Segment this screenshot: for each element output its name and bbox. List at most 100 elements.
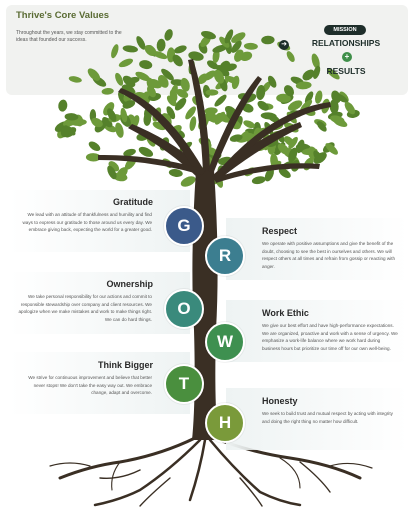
leaf — [170, 84, 178, 99]
leaf — [214, 94, 227, 107]
leaf — [156, 38, 166, 52]
value-text-ownership: We take personal responsibility for our … — [18, 294, 152, 322]
leaf — [85, 153, 101, 162]
leaf — [180, 77, 190, 92]
leaf — [261, 35, 275, 45]
leaf — [304, 91, 314, 104]
leaf — [257, 100, 269, 111]
leaf — [315, 90, 323, 104]
leaf — [325, 143, 338, 155]
leaf — [239, 130, 249, 143]
leaf — [267, 75, 277, 88]
leaf — [166, 106, 176, 120]
honesty-band — [226, 388, 408, 450]
letter-g-circle: G — [164, 206, 204, 246]
leaf — [127, 76, 140, 84]
leaf — [287, 100, 303, 111]
leaf — [107, 165, 117, 180]
leaf — [185, 106, 196, 120]
leaf — [152, 51, 168, 60]
leaf — [344, 101, 356, 115]
leaf — [172, 54, 183, 67]
leaf — [302, 69, 315, 81]
leaf — [214, 111, 226, 125]
leaf — [251, 176, 266, 185]
leaf — [180, 176, 196, 187]
leaf — [333, 118, 348, 128]
mission-badge: MISSION — [324, 25, 366, 35]
leaf — [213, 69, 225, 84]
leaf — [300, 99, 313, 112]
leaf — [189, 116, 197, 132]
letter-r-circle: R — [205, 236, 245, 276]
leaf — [212, 44, 228, 53]
leaf — [87, 68, 101, 81]
leaf — [139, 60, 153, 70]
leaf — [212, 49, 220, 64]
leaf — [313, 152, 327, 164]
intro-text: Throughout the years, we stay committed … — [16, 30, 122, 43]
leaf — [144, 44, 157, 57]
leaf — [161, 68, 174, 81]
value-title-ownership: Ownership — [106, 279, 153, 289]
page-title: Thrive's Core Values — [16, 10, 110, 21]
leaf — [224, 75, 239, 84]
leaf — [283, 85, 295, 97]
leaf — [288, 136, 298, 149]
leaf — [68, 76, 82, 83]
leaf — [115, 122, 124, 138]
leaf — [58, 99, 68, 112]
leaf — [122, 45, 138, 53]
leaf — [295, 81, 312, 90]
letter-o-circle: O — [164, 289, 204, 329]
value-title-work-ethic: Work Ethic — [262, 308, 309, 318]
tree-roots — [49, 436, 373, 507]
leaf — [135, 71, 150, 82]
leaf — [164, 29, 173, 41]
value-title-respect: Respect — [262, 226, 298, 236]
value-text-honesty: We seek to build trust and mutual respec… — [262, 411, 393, 424]
letter-w-circle: W — [205, 322, 245, 362]
value-title-think-bigger: Think Bigger — [97, 360, 153, 370]
leaf — [173, 45, 187, 54]
leaf — [316, 121, 327, 132]
leaf — [243, 120, 255, 129]
think-bigger-band — [10, 352, 190, 414]
value-text-work-ethic: We give our best effort and have high-pe… — [262, 323, 398, 351]
leaf — [288, 147, 298, 163]
leaf — [201, 30, 216, 40]
leaf — [115, 72, 124, 86]
leaf — [243, 42, 258, 50]
leaf — [146, 85, 157, 98]
leaf — [174, 97, 187, 111]
leaf — [231, 32, 246, 43]
leaf — [231, 40, 242, 53]
leaf — [107, 108, 117, 122]
leaf — [204, 107, 218, 115]
leaf — [88, 141, 101, 152]
leaf — [278, 168, 291, 179]
leaf — [329, 99, 339, 114]
leaf — [64, 113, 79, 121]
leaf — [102, 117, 113, 128]
leaf — [122, 100, 136, 109]
leaf — [157, 75, 169, 88]
leaf — [327, 68, 340, 80]
value-text-think-bigger: We strive for continuous improvement and… — [28, 375, 152, 396]
leaf — [91, 117, 103, 128]
leaf — [276, 93, 291, 103]
plus-icon: + — [342, 52, 352, 62]
leaf — [116, 167, 128, 179]
leaf — [111, 44, 119, 59]
value-text-respect: We operate with positive assumptions and… — [262, 241, 396, 269]
leaf — [188, 51, 204, 61]
value-title-gratitude: Gratitude — [112, 197, 153, 207]
leaf — [152, 121, 166, 131]
leaf — [264, 167, 274, 182]
leaf — [205, 89, 219, 96]
letter-h-circle: H — [205, 403, 245, 443]
work-ethic-band — [226, 300, 408, 362]
leaf — [266, 113, 281, 124]
leaf — [197, 73, 208, 85]
